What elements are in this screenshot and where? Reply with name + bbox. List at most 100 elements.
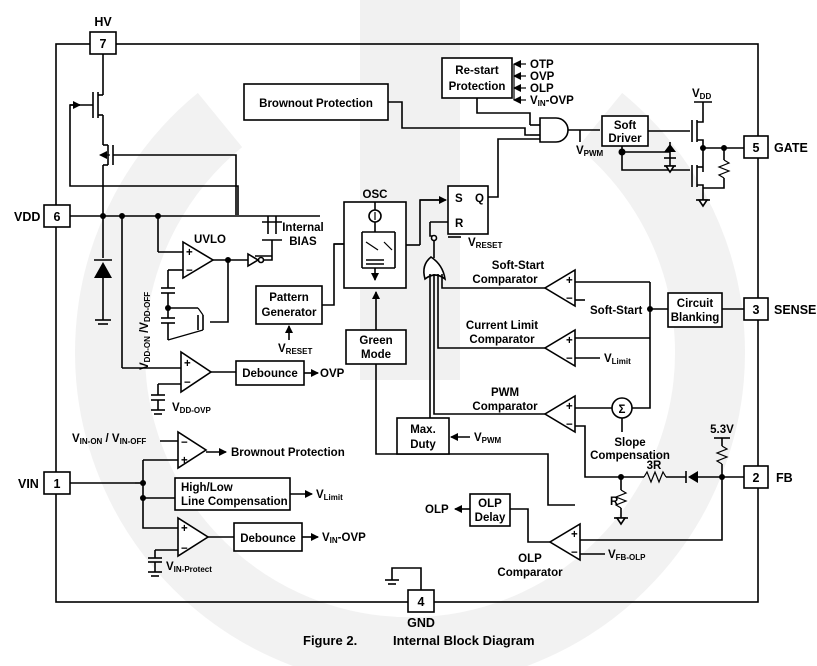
svg-text:Q: Q (475, 193, 484, 205)
svg-text:R: R (455, 218, 464, 230)
figure-caption: Figure 2. Internal Block Diagram (303, 633, 535, 648)
svg-text:+: + (186, 247, 193, 259)
svg-text:Max.: Max. (410, 424, 436, 436)
svg-text:1: 1 (54, 477, 61, 491)
and-gate: VPWM (530, 117, 604, 158)
svg-text:S: S (455, 193, 463, 205)
hv-startup (69, 54, 239, 215)
bias-switch: Internal BIAS (255, 216, 324, 257)
svg-text:−: − (186, 265, 193, 277)
svg-text:−: − (181, 437, 188, 449)
svg-text:VRESET: VRESET (468, 237, 502, 250)
svg-text:4: 4 (418, 595, 425, 609)
svg-text:VLimit: VLimit (604, 353, 631, 366)
svg-text:Pattern: Pattern (269, 292, 309, 304)
svg-text:OLP: OLP (518, 553, 542, 565)
svg-text:Re-start: Re-start (455, 65, 499, 77)
gnd-symbol (385, 567, 422, 590)
svg-text:+: + (181, 523, 188, 535)
pin-vdd: 6 VDD (14, 204, 71, 228)
svg-text:+: + (566, 275, 573, 287)
svg-text:Line Compensation: Line Compensation (181, 496, 288, 508)
svg-text:−: − (566, 293, 573, 305)
svg-text:Figure 2.: Figure 2. (303, 633, 357, 648)
pwm-comparator: PWM Comparator + − Σ Slope Compensation (433, 274, 670, 478)
svg-text:Delay: Delay (475, 512, 506, 524)
or-gate (423, 222, 447, 281)
svg-text:VPWM: VPWM (576, 145, 604, 158)
svg-text:Brownout Protection: Brownout Protection (259, 98, 373, 110)
svg-text:UVLO: UVLO (194, 234, 226, 246)
svg-text:+: + (184, 358, 191, 370)
green-mode-block: Green Mode (345, 291, 575, 506)
svg-text:5: 5 (753, 141, 760, 155)
svg-text:+: + (566, 335, 573, 347)
svg-text:Σ: Σ (619, 404, 626, 416)
output-stage: VDD (664, 88, 744, 208)
svg-text:VDD-ON /VDD-OFF: VDD-ON /VDD-OFF (139, 292, 152, 370)
brownout-protection-block: Brownout Protection (243, 83, 530, 136)
svg-text:Circuit: Circuit (677, 298, 714, 310)
pin-gnd: 4 GND (407, 589, 435, 630)
svg-text:OTP: OTP (530, 59, 554, 71)
svg-text:−: − (181, 543, 188, 555)
svg-text:2: 2 (753, 471, 760, 485)
svg-text:High/Low: High/Low (181, 482, 233, 494)
uvlo-comparator: UVLO + − VDD-ON /VDD-OFF (139, 216, 273, 370)
vdd-rail (70, 213, 320, 369)
svg-text:+: + (571, 529, 578, 541)
svg-text:Soft-Start: Soft-Start (492, 260, 545, 272)
svg-text:−: − (566, 353, 573, 365)
svg-text:+: + (566, 401, 573, 413)
pin-gate: 5 GATE (743, 135, 808, 159)
svg-text:Comparator: Comparator (469, 334, 535, 346)
svg-text:Debounce: Debounce (240, 533, 296, 545)
svg-text:Generator: Generator (262, 307, 317, 319)
svg-text:PWM: PWM (491, 387, 519, 399)
svg-text:Brownout Protection: Brownout Protection (231, 447, 345, 459)
svg-text:VFB-OLP: VFB-OLP (608, 549, 646, 562)
svg-text:SENSE: SENSE (774, 303, 816, 317)
restart-protection: Re-start Protection OTP OVP OLP VIN-OVP (441, 57, 574, 125)
svg-text:OLP: OLP (530, 83, 554, 95)
vin-section: VIN-ON / VIN-OFF − + Brownout Protection… (70, 430, 366, 577)
svg-text:GND: GND (407, 616, 435, 630)
current-limit-comparator: Current Limit Comparator + − VLimit (437, 274, 650, 368)
svg-text:VDD-OVP: VDD-OVP (172, 402, 211, 415)
soft-driver: Soft Driver (601, 115, 690, 171)
svg-text:Protection: Protection (449, 81, 506, 93)
svg-text:Current Limit: Current Limit (466, 320, 538, 332)
svg-text:OVP: OVP (320, 368, 345, 380)
svg-text:VIN-ON / VIN-OFF: VIN-ON / VIN-OFF (72, 433, 146, 446)
soft-start-comparator: Soft-Start Comparator + − Soft-Start (441, 260, 643, 317)
pin-fb: 2 FB (743, 465, 793, 489)
pin-sense: 3 SENSE (743, 297, 816, 321)
svg-text:VIN: VIN (18, 477, 39, 491)
svg-text:Compensation: Compensation (590, 450, 670, 462)
vdd-ovp: + − VDD-OVP Debounce OVP (151, 350, 345, 415)
sr-flipflop: S R Q VRESET (430, 138, 540, 250)
olp-comparator: + − VFB-OLP OLP Comparator OLP Delay OLP (425, 493, 646, 579)
svg-text:Green: Green (359, 335, 392, 347)
svg-text:Internal: Internal (282, 222, 324, 234)
svg-text:FB: FB (776, 471, 793, 485)
svg-text:Comparator: Comparator (472, 274, 538, 286)
svg-text:7: 7 (100, 37, 107, 51)
svg-text:Soft: Soft (614, 120, 637, 132)
circuit-blanking: Circuit Blanking (595, 281, 744, 409)
svg-text:VRESET: VRESET (278, 343, 312, 356)
svg-text:Driver: Driver (608, 133, 642, 145)
svg-text:Soft-Start: Soft-Start (590, 305, 643, 317)
svg-text:+: + (181, 455, 188, 467)
svg-text:6: 6 (54, 210, 61, 224)
svg-text:Comparator: Comparator (472, 401, 538, 413)
svg-text:HV: HV (94, 15, 112, 29)
svg-text:3: 3 (753, 303, 760, 317)
chip-outline (55, 43, 759, 603)
svg-text:OSC: OSC (363, 189, 388, 201)
svg-text:Slope: Slope (614, 437, 645, 449)
svg-text:VPWM: VPWM (474, 432, 502, 445)
osc-block: OSC (343, 189, 447, 289)
svg-text:Duty: Duty (410, 439, 436, 451)
